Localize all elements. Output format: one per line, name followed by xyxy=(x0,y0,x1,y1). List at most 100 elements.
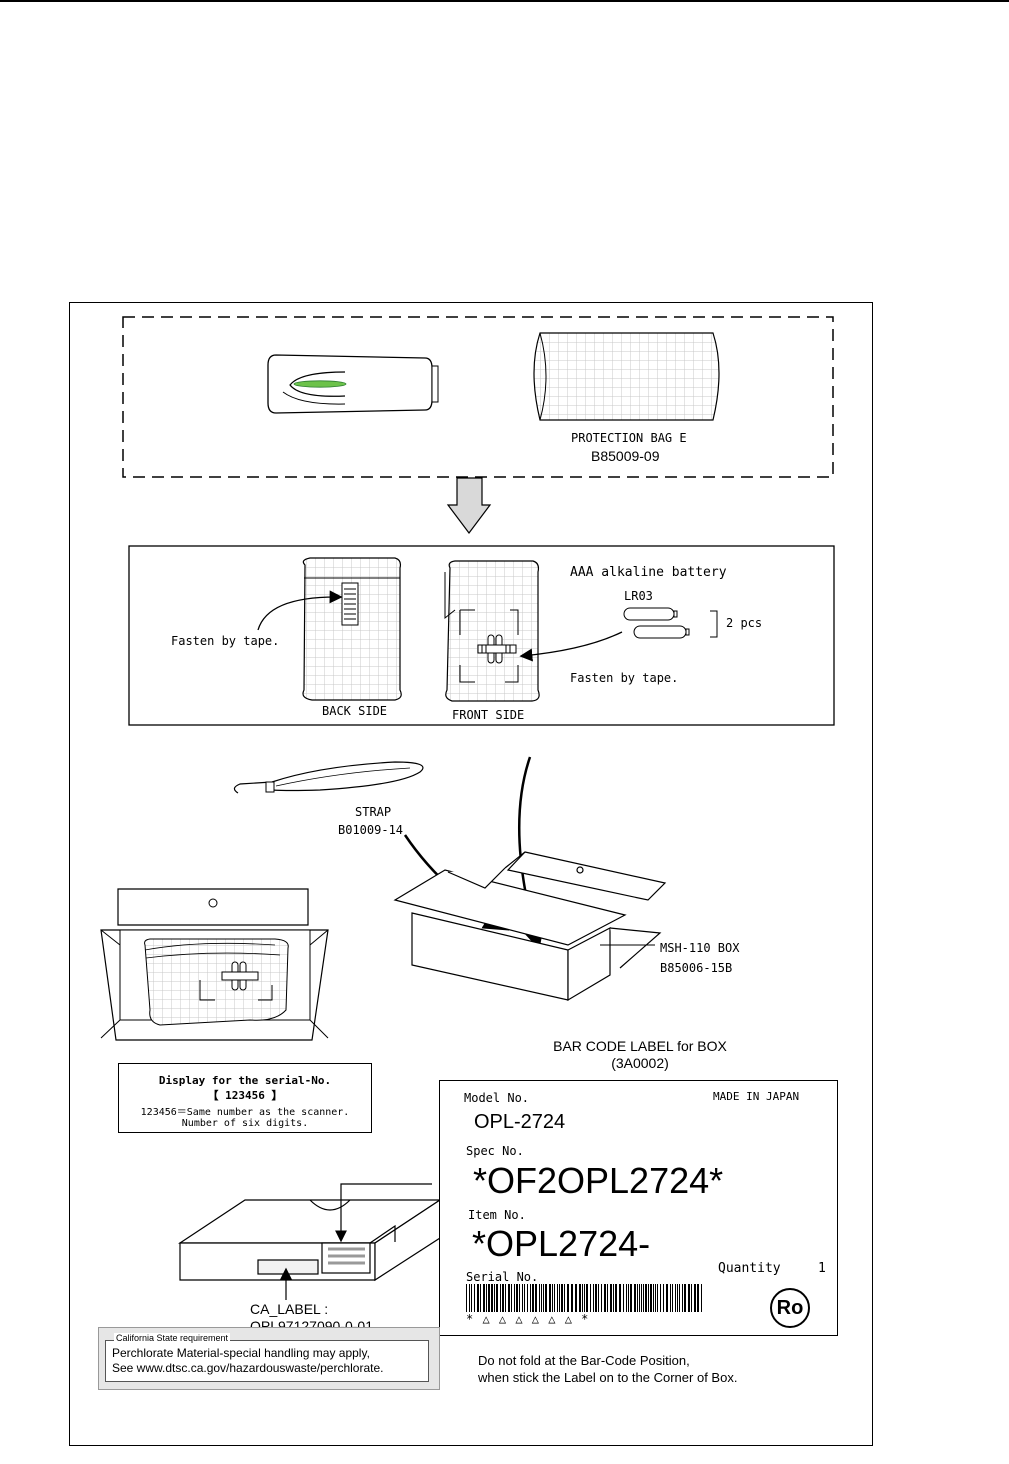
california-line2: See www.dtsc.ca.gov/hazardouswaste/perch… xyxy=(112,1361,384,1375)
barcode-bar xyxy=(586,1284,588,1312)
barcode-label-subheading: (3A0002) xyxy=(611,1055,669,1071)
barcode-bar xyxy=(684,1284,686,1312)
barcode-bar xyxy=(593,1284,594,1312)
barcode-bar xyxy=(486,1284,487,1312)
barcode-bar xyxy=(466,1284,467,1312)
barcode-bar xyxy=(626,1284,627,1312)
barcode-bar xyxy=(514,1284,515,1312)
back-side-label: BACK SIDE xyxy=(322,704,388,718)
quantity-label: Quantity xyxy=(718,1261,781,1276)
barcode-label-arrow xyxy=(335,1183,432,1243)
protection-bag-code: B85009-09 xyxy=(591,448,660,464)
spec-no-label: Spec No. xyxy=(466,1144,524,1158)
item-no-label: Item No. xyxy=(468,1208,526,1222)
protection-bag xyxy=(533,332,720,421)
barcode-bar xyxy=(483,1284,485,1312)
back-tape-arrow xyxy=(257,590,343,631)
barcode-bar xyxy=(579,1284,581,1312)
barcode-bar xyxy=(564,1284,565,1312)
barcode-bar xyxy=(688,1284,690,1312)
serial-display-note1: 123456＝Same number as the scanner. xyxy=(140,1107,350,1118)
barcode-bar xyxy=(677,1284,678,1312)
barcode-bar xyxy=(663,1284,664,1312)
barcode-bar xyxy=(619,1284,621,1312)
battery-model: LR03 xyxy=(624,589,653,603)
barcode-bar xyxy=(474,1284,475,1312)
barcode-bar xyxy=(694,1284,696,1312)
barcode-bar xyxy=(697,1284,699,1312)
barcode-bar xyxy=(554,1284,555,1312)
strap-code: B01009-14 xyxy=(338,823,404,837)
down-arrow xyxy=(446,477,492,534)
barcode-bar xyxy=(630,1284,632,1312)
barcode-bar xyxy=(641,1284,642,1312)
serial-display-value: 【 123456 】 xyxy=(207,1089,283,1102)
barcode-bar xyxy=(522,1284,523,1312)
barcode-bar xyxy=(701,1284,702,1312)
made-in-label: MADE IN JAPAN xyxy=(713,1090,800,1103)
barcode-bar xyxy=(660,1284,661,1312)
barcode-bar xyxy=(675,1284,676,1312)
barcode-bar xyxy=(643,1284,644,1312)
labeled-box-illustration xyxy=(178,1198,442,1282)
barcode-bar xyxy=(491,1284,493,1312)
barcode-bar xyxy=(648,1284,649,1312)
barcode-bar xyxy=(653,1284,654,1312)
barcode-bar xyxy=(637,1284,638,1312)
barcode-bar xyxy=(575,1284,577,1312)
barcode-bar xyxy=(559,1284,560,1312)
top-rule xyxy=(0,0,1009,2)
serial-no-label: Serial No. xyxy=(466,1270,539,1284)
barcode-bar xyxy=(567,1284,569,1312)
barcode-bar xyxy=(494,1284,495,1312)
barcode-bar xyxy=(610,1284,612,1312)
barcode-bar xyxy=(530,1284,531,1312)
serial-display-box: Display for the serial-No. 【 123456 】 12… xyxy=(118,1063,372,1133)
ca-label-title: CA_LABEL : xyxy=(250,1301,329,1317)
barcode-bars xyxy=(466,1284,702,1312)
barcode-bar xyxy=(598,1284,599,1312)
bag-sides-box xyxy=(128,545,835,726)
open-box xyxy=(393,851,667,1002)
barcode-bar xyxy=(561,1284,563,1312)
california-box: California State requirement Perchlorate… xyxy=(105,1333,429,1382)
barcode-bar xyxy=(502,1284,504,1312)
barcode-bar xyxy=(527,1284,528,1312)
ca-label-code: OPL97127090-0-01 xyxy=(250,1318,373,1328)
barcode-bar xyxy=(508,1284,510,1312)
barcode-label: Model No. MADE IN JAPAN OPL-2724 Spec No… xyxy=(439,1080,838,1336)
barcode-bar xyxy=(500,1284,501,1312)
battery-qty: 2 pcs xyxy=(726,616,763,630)
barcode-bar xyxy=(505,1284,506,1312)
barcode-bar xyxy=(623,1284,624,1312)
barcode-bar xyxy=(607,1284,608,1312)
battery-fasten-note: Fasten by tape. xyxy=(570,671,679,685)
barcode-bar xyxy=(657,1284,658,1312)
serial-chars: * △ △ △ △ △ △ * xyxy=(466,1312,590,1326)
barcode-bar xyxy=(545,1284,547,1312)
barcode-label-heading: BAR CODE LABEL for BOX xyxy=(553,1038,727,1054)
barcode-bar xyxy=(477,1284,479,1312)
serial-display-note2: Number of six digits. xyxy=(181,1118,309,1129)
packed-box xyxy=(100,888,329,1041)
barcode-bar xyxy=(511,1284,512,1312)
barcode-bar xyxy=(682,1284,683,1312)
barcode-bar xyxy=(584,1284,585,1312)
model-no-label: Model No. xyxy=(464,1091,530,1105)
barcode-bar xyxy=(532,1284,534,1312)
model-no-value: OPL-2724 xyxy=(474,1111,566,1133)
barcode-bar xyxy=(601,1284,602,1312)
serial-display-title: Display for the serial-No. xyxy=(158,1074,332,1087)
barcode-bar xyxy=(469,1284,470,1312)
barcode-bar xyxy=(524,1284,525,1312)
barcode-bar xyxy=(634,1284,636,1312)
item-no-value: *OPL2724- xyxy=(472,1223,651,1264)
barcode-bar xyxy=(571,1284,573,1312)
barcode-bar xyxy=(672,1284,673,1312)
barcode-bar xyxy=(549,1284,551,1312)
barcode-bar xyxy=(539,1284,540,1312)
california-line1: Perchlorate Material-special handling ma… xyxy=(112,1346,370,1360)
barcode-bar xyxy=(557,1284,558,1312)
barcode-bar xyxy=(666,1284,668,1312)
